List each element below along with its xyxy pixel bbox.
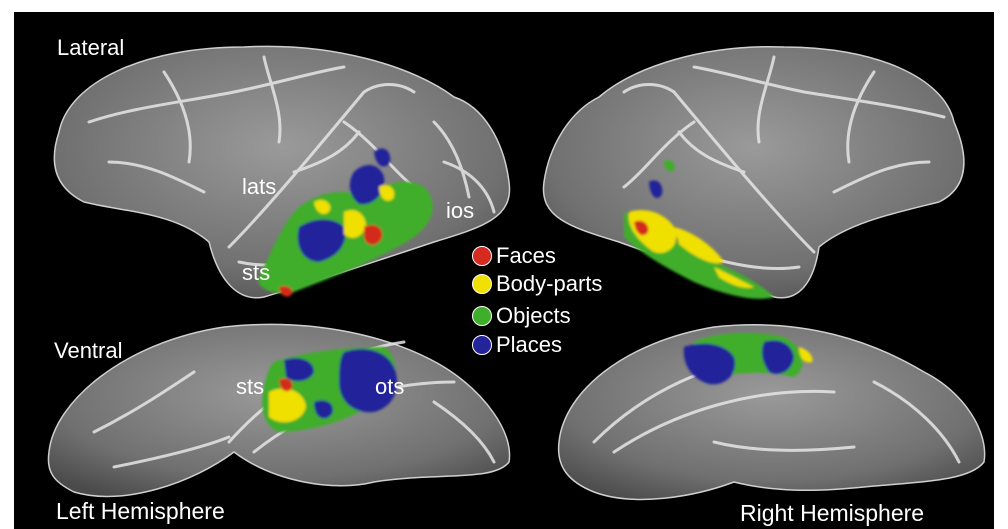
ios-sulcus-label: ios (446, 200, 474, 222)
right-hemisphere-label: Right Hemisphere (740, 502, 924, 525)
ventral-view-label: Ventral (54, 340, 123, 362)
legend-label-faces: Faces (496, 244, 556, 268)
sts-ventral-label: sts (236, 376, 264, 398)
right-ventral-brain (559, 325, 985, 500)
brain-figure: Lateral lats ios sts Ventral sts ots Lef… (14, 12, 994, 529)
left-hemisphere-label: Left Hemisphere (56, 500, 225, 523)
body-parts-color-dot (472, 274, 492, 294)
right-lateral-brain (543, 47, 963, 299)
legend-label-body-parts: Body-parts (496, 272, 602, 296)
places-color-dot (472, 335, 492, 355)
legend-label-places: Places (496, 333, 562, 357)
lats-sulcus-label: lats (242, 176, 276, 198)
objects-color-dot (472, 306, 492, 326)
left-lateral-brain (54, 46, 509, 297)
faces-color-dot (472, 246, 492, 266)
ots-sulcus-label: ots (375, 376, 404, 398)
legend-label-objects: Objects (496, 304, 571, 328)
lateral-view-label: Lateral (57, 37, 124, 59)
sts-lateral-label: sts (242, 262, 270, 284)
